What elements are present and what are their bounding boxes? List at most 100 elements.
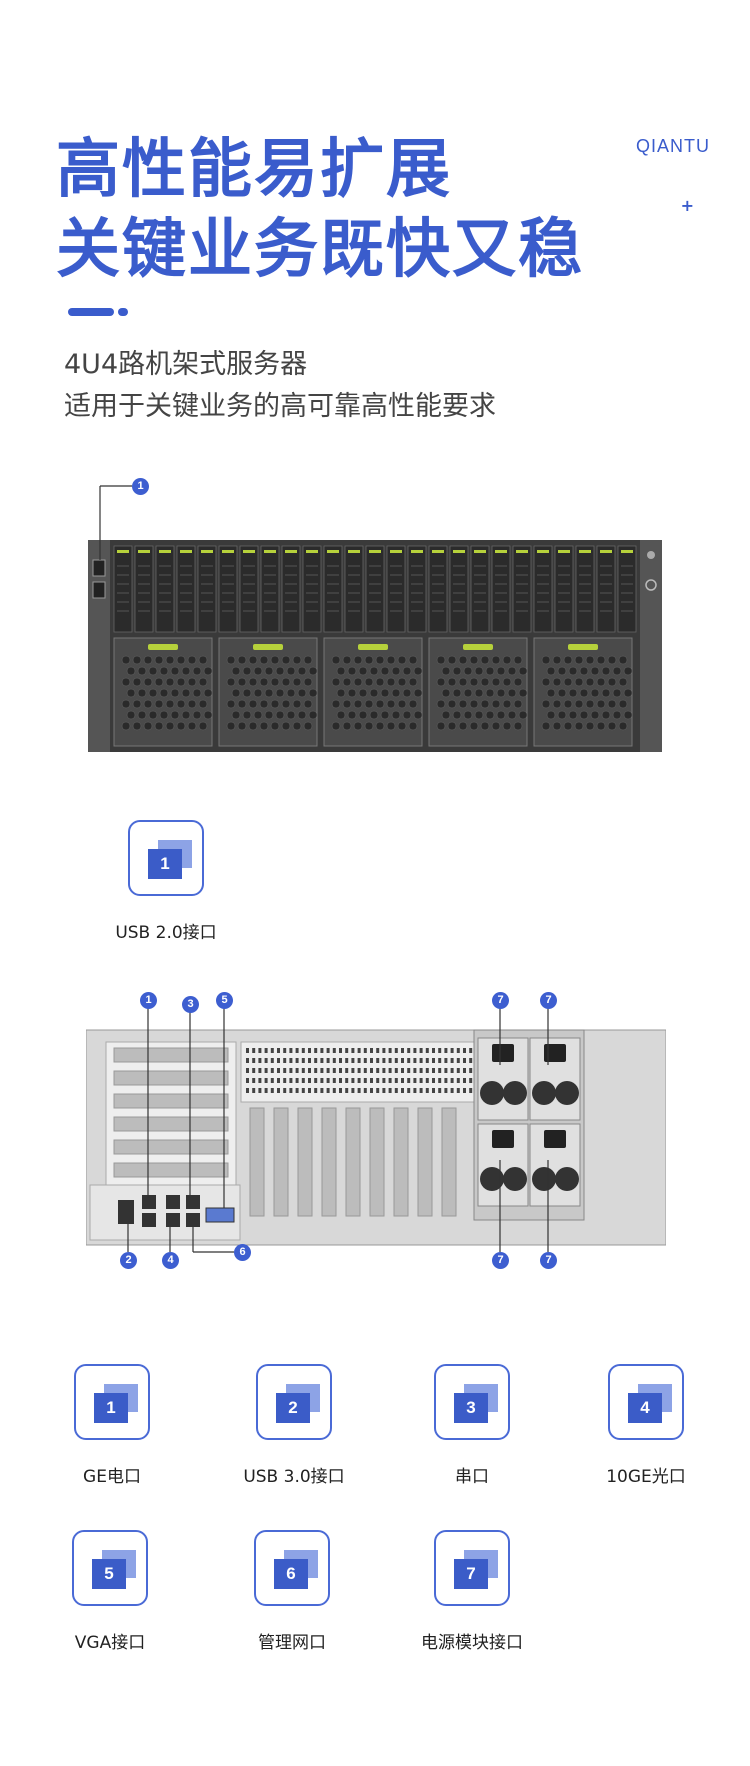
vent-hole [351, 1078, 355, 1083]
vent-hole [376, 1088, 380, 1093]
vent-hole [295, 1078, 299, 1083]
legend-label: 管理网口 [258, 1633, 326, 1653]
port-icon: 3 [434, 1364, 510, 1440]
pcie-slot [417, 1107, 433, 1217]
vent-hole [463, 1078, 466, 1083]
vent-hole [401, 1068, 404, 1073]
legend-label: USB 3.0接口 [243, 1467, 345, 1487]
psu-module [529, 1123, 581, 1207]
vent-hole [425, 1058, 429, 1063]
vent-hole [407, 1058, 411, 1063]
vent-hole [308, 1058, 311, 1063]
vent-hole [376, 1048, 380, 1053]
pcie-slot [345, 1107, 361, 1217]
vent-hole [444, 1088, 448, 1093]
vent-hole [394, 1068, 398, 1073]
drive-bay [386, 545, 406, 633]
port-icon: 5 [72, 1530, 148, 1606]
vent-hole [469, 1058, 473, 1063]
vent-hole [289, 1048, 293, 1053]
vent-hole [258, 1058, 262, 1063]
vent-hole [388, 1078, 392, 1083]
vent-hole [301, 1068, 305, 1073]
vent-hole [357, 1048, 361, 1053]
vent-hole [345, 1048, 349, 1053]
vent-hole [394, 1088, 398, 1093]
vent-hole [413, 1058, 417, 1063]
drive-bay [218, 545, 238, 633]
vent-hole [382, 1058, 386, 1063]
vent-hole [283, 1048, 287, 1053]
ge-port [142, 1213, 156, 1227]
sfp-port [166, 1213, 180, 1227]
vent-hole [252, 1048, 256, 1053]
vent-hole [463, 1048, 466, 1053]
fan-module [218, 637, 318, 747]
vent-hole [463, 1058, 466, 1063]
vent-hole [413, 1068, 417, 1073]
vent-hole [283, 1068, 287, 1073]
vent-hole [363, 1078, 367, 1083]
vent-hole [326, 1048, 330, 1053]
rear-callout-7: 7 [492, 1252, 509, 1269]
vent-hole [363, 1068, 367, 1073]
port-icon-number: 6 [274, 1559, 308, 1589]
vent-hole [370, 1068, 373, 1073]
vent-hole [388, 1088, 392, 1093]
vent-hole [258, 1048, 262, 1053]
vent-hole [314, 1048, 318, 1053]
rear-vent-holes [246, 1048, 541, 1093]
vent-hole [432, 1058, 435, 1063]
vent-hole [283, 1058, 287, 1063]
vent-hole [394, 1058, 398, 1063]
pcie-slot [113, 1070, 229, 1086]
vent-hole [320, 1048, 324, 1053]
fan-modules [113, 637, 633, 747]
vent-hole [332, 1048, 336, 1053]
legend-label: GE电口 [83, 1467, 141, 1487]
drive-bay [512, 545, 532, 633]
front-callout-1: 1 [132, 478, 149, 495]
legend-label: USB 2.0接口 [115, 923, 217, 943]
fan-module [428, 637, 528, 747]
vent-hole [258, 1088, 262, 1093]
vent-hole [252, 1088, 256, 1093]
vent-hole [351, 1058, 355, 1063]
vent-hole [450, 1068, 454, 1073]
vent-hole [432, 1068, 435, 1073]
vent-hole [370, 1088, 373, 1093]
drive-bay [575, 545, 595, 633]
vent-hole [320, 1088, 324, 1093]
pcie-slot [113, 1093, 229, 1109]
vent-hole [425, 1088, 429, 1093]
vent-hole [289, 1078, 293, 1083]
vent-hole [258, 1068, 262, 1073]
drive-bay [533, 545, 553, 633]
brand-mark: QIANTU [635, 136, 710, 156]
legend-usb2: 1 USB 2.0接口 [86, 820, 246, 943]
port-icon: 6 [254, 1530, 330, 1606]
pcie-slots-left [113, 1047, 229, 1178]
port-icon-number: 7 [454, 1559, 488, 1589]
vent-hole [450, 1058, 454, 1063]
port-icon: 4 [608, 1364, 684, 1440]
fan-module [533, 637, 633, 747]
vent-hole [419, 1058, 423, 1063]
vent-hole [326, 1068, 330, 1073]
server-rear-panel: 1 3 5 7 7 2 4 6 7 7 [85, 990, 667, 1280]
drive-bay [491, 545, 511, 633]
vent-hole [320, 1068, 324, 1073]
vent-hole [425, 1078, 429, 1083]
vent-hole [308, 1048, 311, 1053]
port-icon-number: 1 [94, 1393, 128, 1423]
legend-mgmt: 6 管理网口 [212, 1530, 372, 1653]
headline-line-1: 高性能易扩展 [56, 133, 452, 207]
vent-hole [363, 1048, 367, 1053]
drive-bay [302, 545, 322, 633]
mgmt-port [186, 1213, 200, 1227]
vent-hole [432, 1088, 435, 1093]
subtitle: 4U4路机架式服务器 适用于关键业务的高可靠高性能要求 [64, 344, 496, 428]
vent-hole [363, 1058, 367, 1063]
vent-hole [345, 1078, 349, 1083]
vent-hole [438, 1068, 442, 1073]
